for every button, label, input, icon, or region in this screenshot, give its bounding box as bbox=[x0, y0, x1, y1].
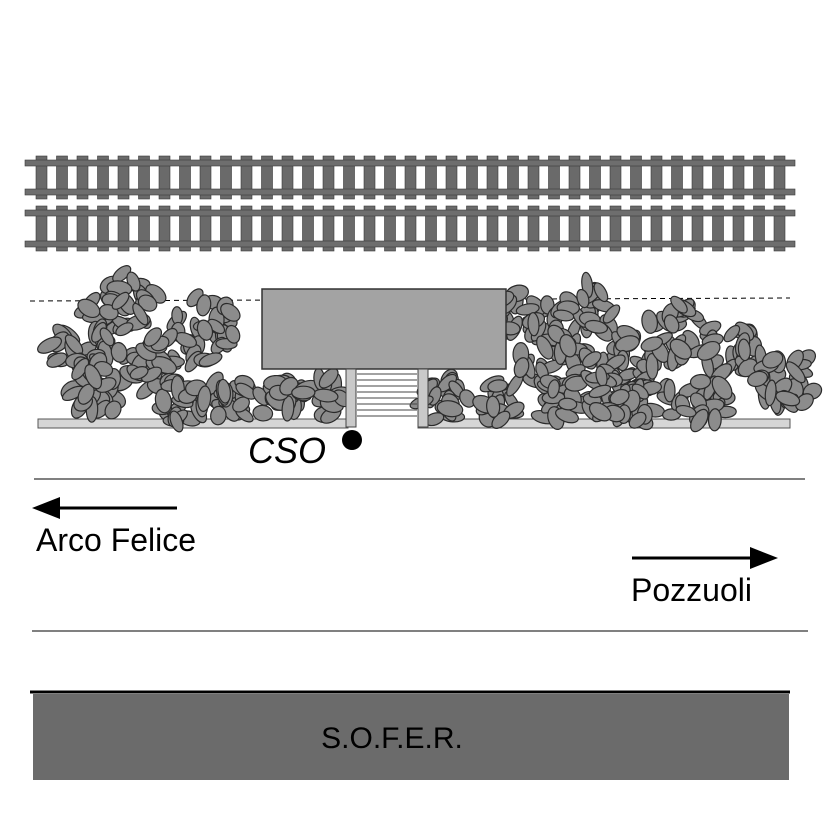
bushes bbox=[37, 265, 823, 433]
bush bbox=[530, 373, 594, 430]
station-stairs bbox=[345, 368, 429, 428]
pozzuoli-label: Pozzuoli bbox=[631, 572, 752, 608]
railway-tracks bbox=[24, 155, 796, 252]
track-1 bbox=[24, 155, 796, 200]
cso-marker-dot bbox=[342, 430, 362, 450]
arrow-left-icon bbox=[32, 497, 177, 519]
sofer-label: S.O.F.E.R. bbox=[321, 722, 463, 755]
arco-felice-label: Arco Felice bbox=[36, 522, 196, 558]
bush bbox=[159, 288, 241, 373]
bush bbox=[109, 327, 185, 400]
bush bbox=[747, 349, 823, 416]
track-2 bbox=[24, 205, 796, 252]
bush bbox=[696, 321, 769, 384]
cso-label: CSO bbox=[248, 430, 326, 471]
bush bbox=[670, 373, 737, 433]
bush bbox=[550, 271, 621, 343]
bush bbox=[73, 265, 167, 337]
bush bbox=[60, 357, 127, 423]
bush bbox=[197, 371, 257, 426]
bush bbox=[472, 372, 525, 429]
sofer-building bbox=[33, 694, 789, 780]
arrow-right-icon bbox=[632, 547, 778, 569]
bush bbox=[291, 367, 351, 424]
bush bbox=[580, 363, 641, 428]
station-building bbox=[261, 288, 507, 370]
